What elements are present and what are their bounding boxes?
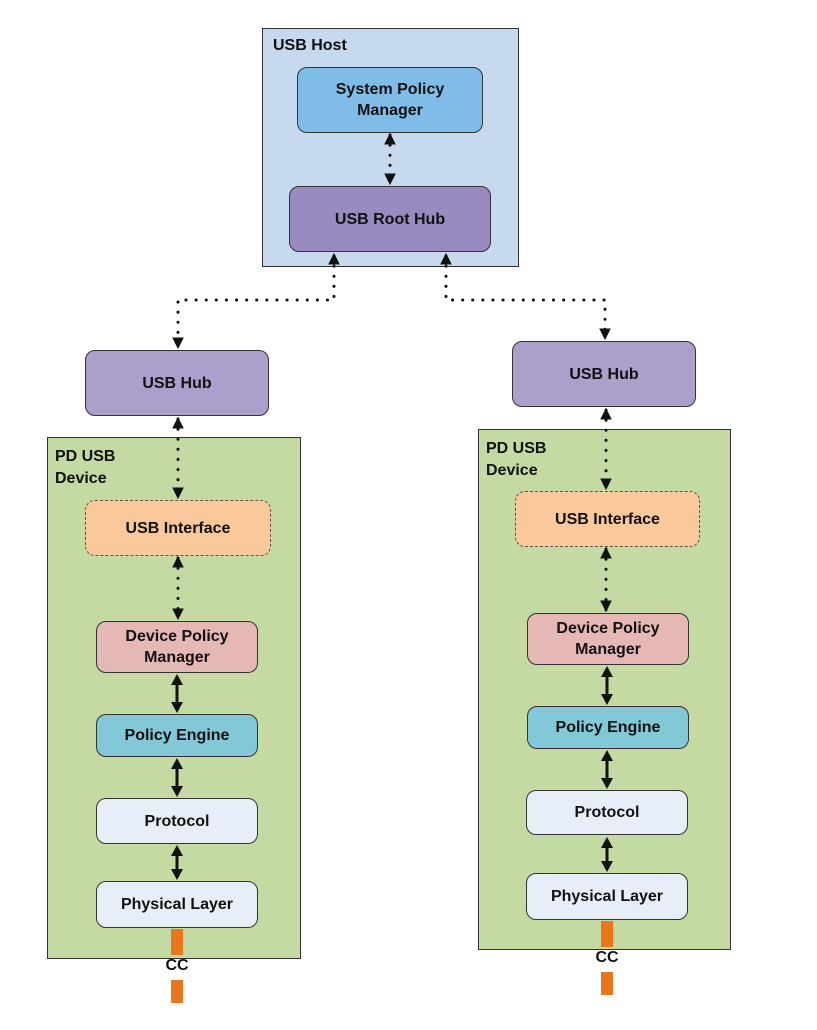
system-policy-manager-box: System Policy Manager [297,67,483,133]
protocol-box-right: Protocol [526,790,688,835]
cc-label-right: CC [595,949,619,966]
usb-interface-box-right: USB Interface [515,491,700,547]
usb-hub-box-right: USB Hub [512,341,696,407]
pd-usb-device-label-left: PD USB Device [55,448,116,487]
cc-line-right-top [601,921,613,947]
cc-label-left: CC [165,957,189,974]
pd-usb-device-label-right: PD USB Device [486,440,547,479]
arrowhead [384,173,396,186]
arrowhead [172,608,184,621]
device-policy-manager-box-right: Device Policy Manager [527,613,689,665]
roothub-right-hub-dotted [444,254,607,340]
physical-layer-box-left: Physical Layer [96,881,258,928]
usb-host-label: USB Host [273,37,347,54]
device-policy-manager-box-left: Device Policy Manager [96,621,258,673]
policy-engine-box-right: Policy Engine [527,706,689,749]
arrowhead [600,600,612,613]
arrowhead [599,328,611,341]
usb-hub-box-left: USB Hub [85,350,269,416]
arrowhead [172,487,184,500]
arrowhead [440,252,452,265]
protocol-box-left: Protocol [96,798,258,844]
arrowhead [600,546,612,559]
usb-root-hub-box: USB Root Hub [289,186,491,252]
roothub-left-hub-dotted [176,254,336,349]
arrowhead [600,407,612,420]
physical-layer-box-right: Physical Layer [526,873,688,920]
usb-interface-box-left: USB Interface [85,500,271,556]
arrowhead [172,416,184,429]
policy-engine-box-left: Policy Engine [96,714,258,757]
arrowhead [172,337,184,350]
arrowhead [172,555,184,568]
cc-line-right-bottom [601,972,613,995]
arrowhead [600,478,612,491]
cc-line-left-bottom [171,980,183,1003]
arrowhead [384,132,396,145]
cc-line-left-top [171,929,183,955]
arrowhead [328,252,340,265]
